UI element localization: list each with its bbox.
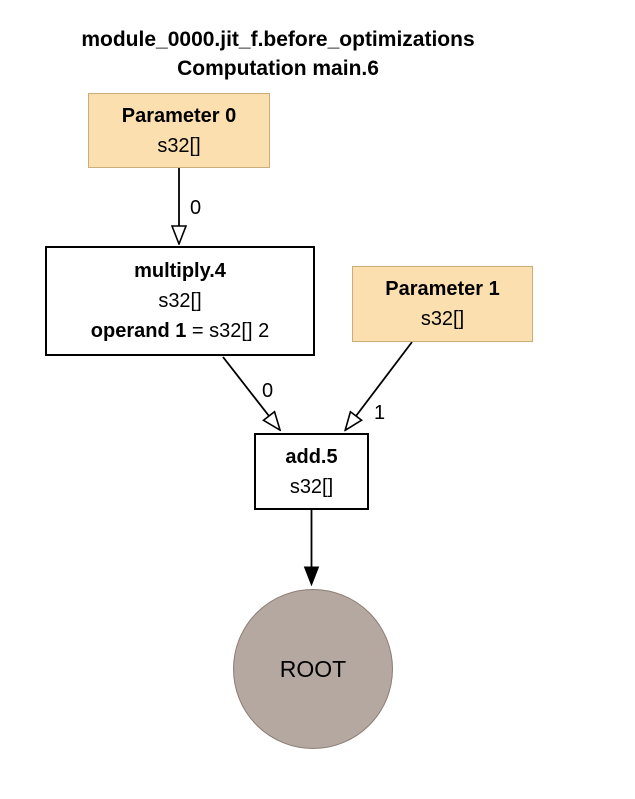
computation-title: Computation main.6 [177, 57, 379, 80]
node-root-label: ROOT [279, 656, 347, 682]
node-add-5-title: add.5 [285, 445, 338, 468]
node-multiply-4-operand-label: operand 1 [90, 320, 187, 342]
node-parameter-0-title: Parameter 0 [121, 104, 237, 127]
node-multiply-4-title: multiply.4 [134, 260, 226, 282]
node-multiply-4-operand: operand 1 = s32[] 2 [91, 316, 269, 346]
edge-label-param1-operand-index: 1 [374, 402, 386, 424]
node-multiply-4-shape: s32[] [158, 290, 202, 312]
graph-title-block: module_0000.jit_f.before_optimizations C… [0, 25, 556, 83]
node-parameter-0[interactable]: Parameter 0 s32[] [88, 93, 270, 168]
node-root[interactable]: ROOT [233, 589, 393, 749]
node-parameter-1-title: Parameter 1 [385, 278, 500, 300]
node-multiply-4[interactable]: multiply.4 s32[] operand 1 = s32[] 2 [45, 246, 315, 356]
node-parameter-0-shape: s32[] [157, 134, 201, 157]
edge-label-param0-operand-index: 0 [190, 197, 202, 219]
node-add-5[interactable]: add.5 s32[] [254, 433, 369, 510]
node-parameter-1-shape: s32[] [420, 308, 465, 330]
module-title: module_0000.jit_f.before_optimizations [81, 28, 475, 51]
edge-label-multiply-operand-index: 0 [262, 380, 274, 402]
node-multiply-4-operand-value: = s32[] 2 [186, 320, 270, 342]
node-parameter-1[interactable]: Parameter 1 s32[] [352, 266, 533, 342]
node-add-5-shape: s32[] [289, 475, 334, 498]
